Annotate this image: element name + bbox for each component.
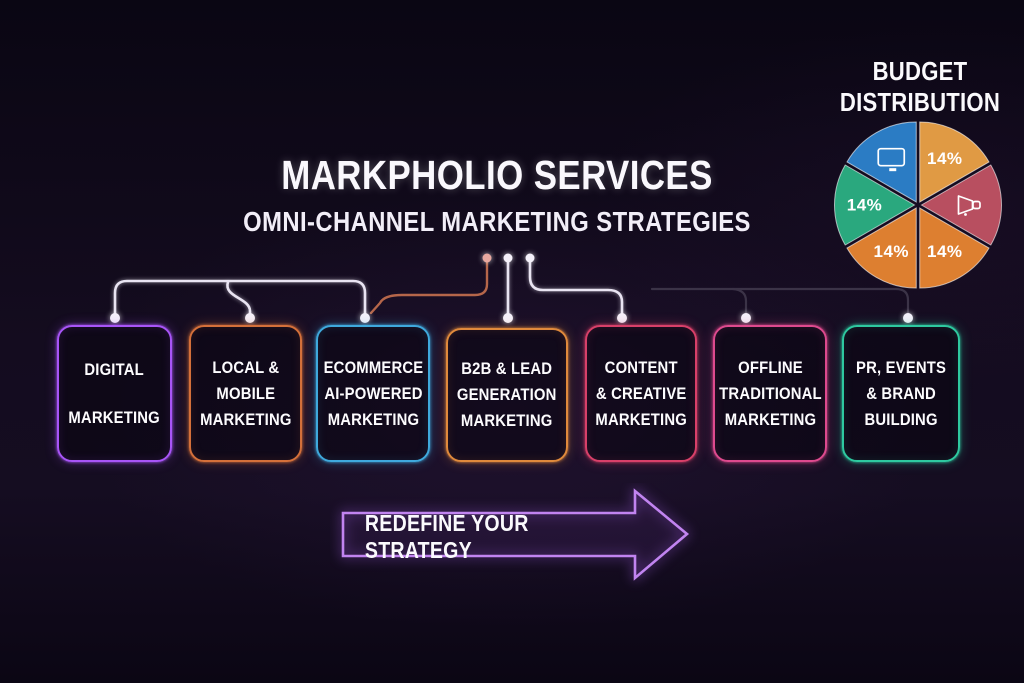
megaphone-icon — [957, 195, 981, 216]
budget-title-line1: BUDGET — [872, 56, 968, 86]
budget-title-line2: DISTRIBUTION — [839, 87, 1001, 117]
service-box-b2b-lead: B2B & LEAD GENERATION MARKETING — [446, 328, 568, 462]
service-label: PR, EVENTS — [855, 358, 947, 377]
service-label: MARKETING — [724, 410, 816, 429]
connector-orange — [369, 260, 489, 315]
service-label: MARKETING — [461, 412, 553, 430]
pie-slice-label: 14% — [847, 196, 883, 215]
service-label: CONTENT — [604, 358, 678, 377]
pie-slice: 14% — [919, 207, 990, 289]
pie-slice — [846, 121, 917, 203]
service-label: MARKETING — [595, 410, 687, 429]
service-label: MOBILE — [216, 384, 275, 403]
service-box-content-creative: CONTENT & CREATIVE MARKETING — [585, 325, 697, 462]
service-label: DIGITAL — [84, 360, 145, 379]
service-label: BUILDING — [864, 410, 938, 429]
service-label: LOCAL & — [212, 358, 279, 377]
cta-arrow-outline — [341, 488, 690, 581]
connector-dots — [110, 253, 913, 323]
service-label: MARKETING — [68, 408, 161, 427]
pie-slice — [920, 164, 1002, 246]
header: MARKPHOLIO SERVICES OMNI-CHANNEL MARKETI… — [97, 152, 897, 238]
service-label: ECOMMERCE — [323, 358, 423, 377]
pie-slice-label: 14% — [927, 242, 963, 261]
service-label: OFFLINE — [737, 358, 803, 377]
budget-pie-chart: 14% 14% 14% 14% — [830, 117, 1006, 293]
service-box-digital-marketing: DIGITAL MARKETING — [57, 325, 172, 462]
service-box-ecommerce-ai: ECOMMERCE AI-POWERED MARKETING — [316, 325, 430, 462]
pie-slice-label: 14% — [873, 242, 909, 261]
connector-left-white — [113, 260, 624, 318]
monitor-icon — [877, 147, 906, 172]
connector-right-faint — [650, 287, 910, 315]
pie-slice: 14% — [919, 121, 990, 203]
pie-slice-label: 14% — [927, 149, 963, 168]
service-label: MARKETING — [199, 410, 292, 429]
service-label: B2B & LEAD — [461, 360, 553, 378]
pie-slice: 14% — [834, 164, 916, 246]
service-box-local-mobile: LOCAL & MOBILE MARKETING — [189, 325, 302, 462]
service-label: MARKETING — [327, 410, 419, 429]
service-box-offline-traditional: OFFLINE TRADITIONAL MARKETING — [713, 325, 827, 462]
pie-slice: 14% — [846, 207, 917, 289]
cta-arrow — [341, 488, 690, 581]
page-title: MARKPHOLIO SERVICES — [281, 152, 713, 198]
budget-distribution-title: BUDGET DISTRIBUTION — [827, 56, 1014, 118]
service-box-pr-events-brand: PR, EVENTS & BRAND BUILDING — [842, 325, 960, 462]
service-label: TRADITIONAL — [718, 384, 822, 403]
service-label: & CREATIVE — [595, 384, 687, 403]
service-label: & BRAND — [866, 384, 936, 403]
service-label: AI-POWERED — [323, 384, 423, 403]
page-subtitle: OMNI-CHANNEL MARKETING STRATEGIES — [243, 206, 751, 237]
service-label: GENERATION — [457, 386, 557, 404]
cta-label: REDEFINE YOUR STRATEGY — [364, 509, 529, 563]
